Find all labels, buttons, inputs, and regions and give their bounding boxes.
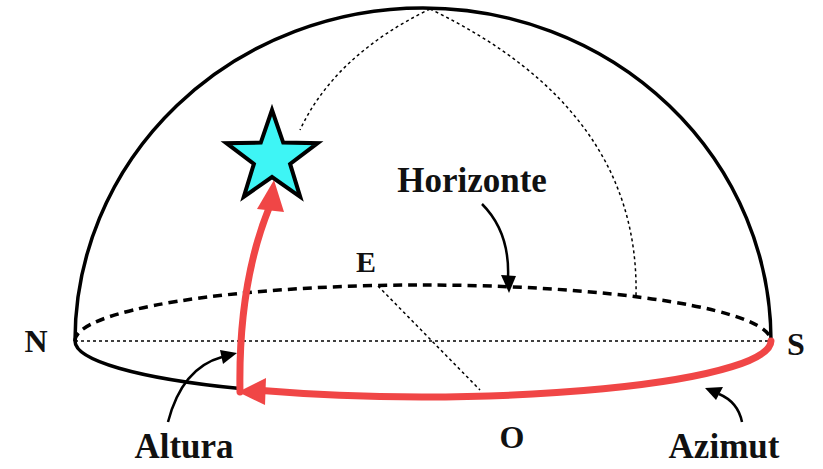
- horizon-label: Horizonte: [397, 163, 547, 198]
- leader-arrowhead: [220, 350, 237, 364]
- cardinal-point: S: [787, 328, 805, 360]
- altitude-arc: [240, 208, 269, 392]
- horizon-front: [75, 341, 240, 389]
- star-symbol: [226, 110, 317, 197]
- dome-outline: [75, 8, 771, 341]
- cardinal-point: N: [24, 325, 47, 357]
- altitude-label: Altura: [134, 429, 233, 464]
- leader-line: [168, 357, 222, 422]
- azimuth-label: Azimut: [669, 429, 780, 464]
- vertical-circle: [300, 9, 430, 130]
- horizon-back: [75, 285, 771, 341]
- east-west-line: [378, 286, 480, 390]
- leader-line: [482, 204, 508, 278]
- north-south-line: [75, 340, 771, 342]
- leader-line: [719, 394, 742, 422]
- leader-arrowhead: [501, 275, 516, 293]
- cardinal-point: O: [500, 421, 525, 453]
- cardinal-point: E: [356, 247, 376, 277]
- leader-arrowhead: [705, 387, 723, 400]
- vertical-circle: [430, 9, 636, 296]
- azimuth-arc: [262, 341, 771, 397]
